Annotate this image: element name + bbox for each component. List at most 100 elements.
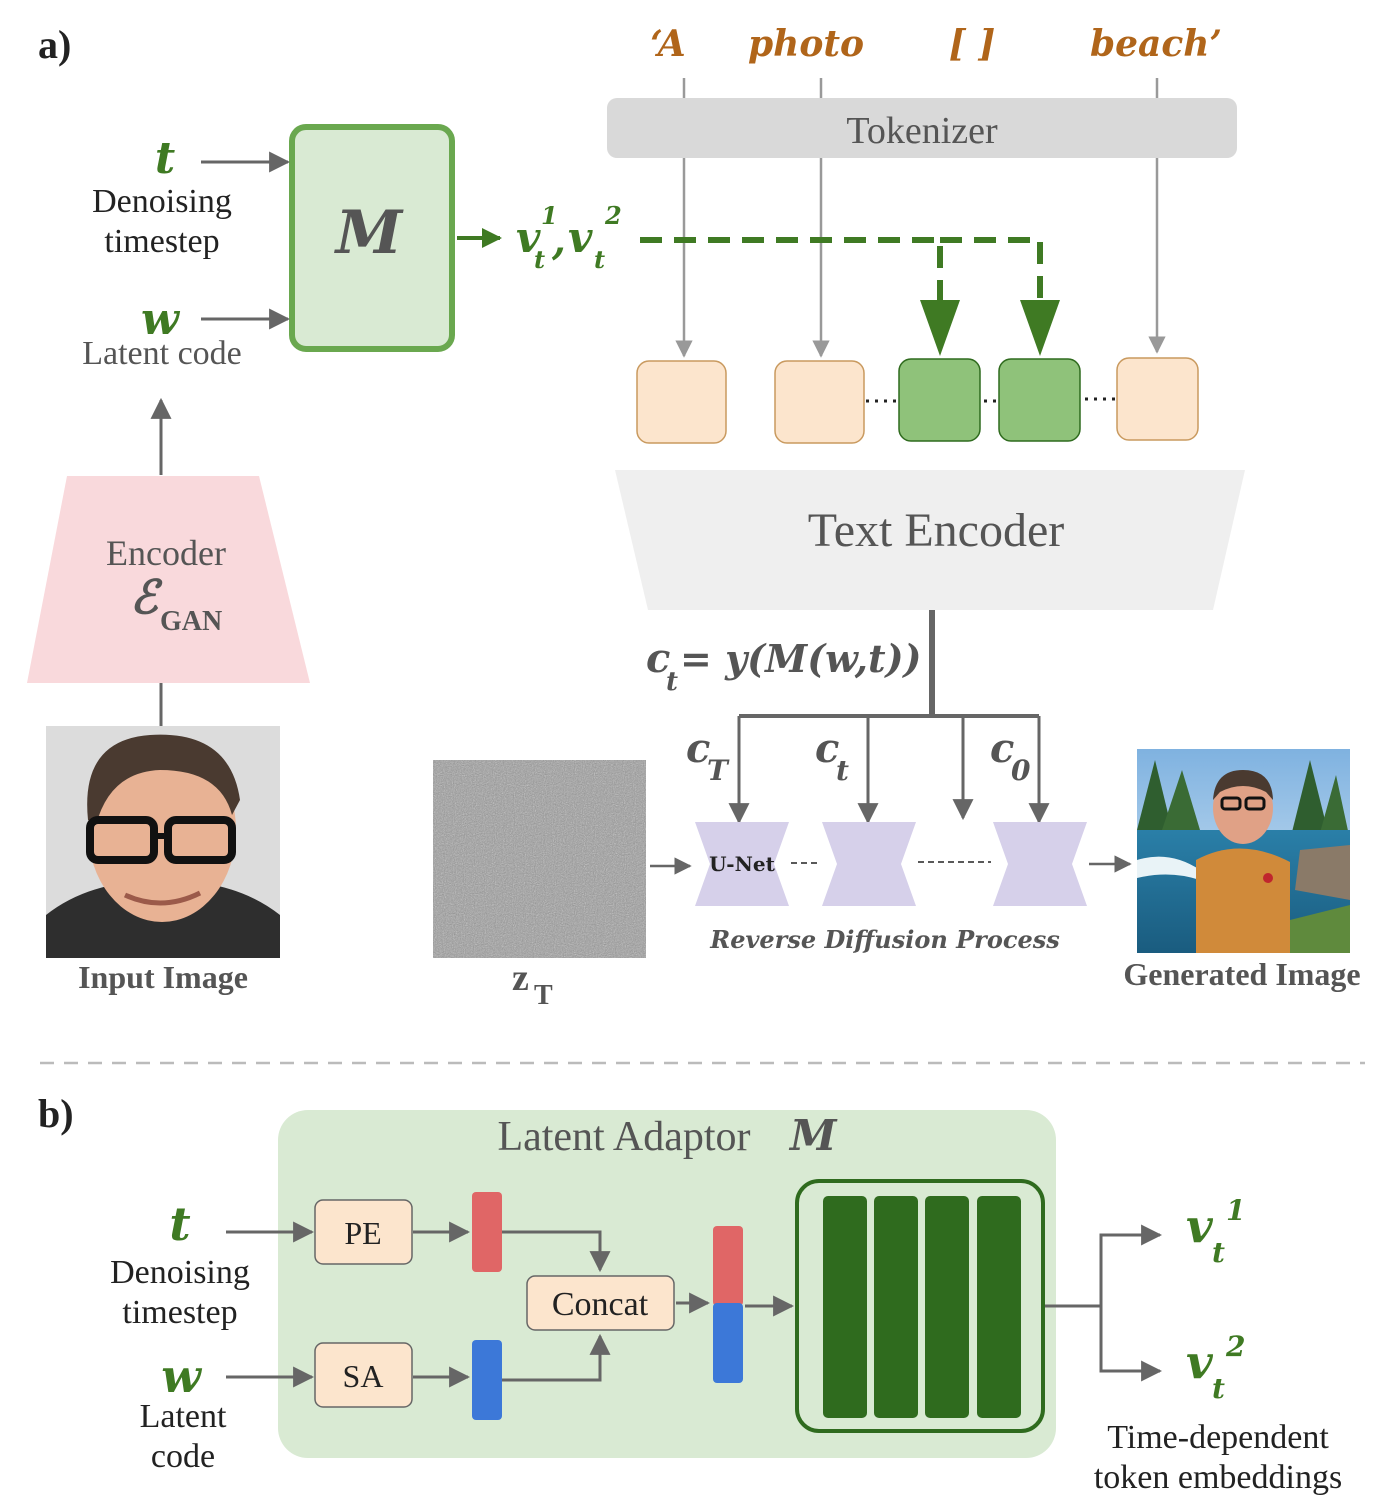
pe-label: PE — [344, 1215, 381, 1251]
condition-label-0: c 0 — [990, 725, 1031, 787]
text-encoder-label: Text Encoder — [808, 504, 1065, 557]
svg-text:2: 2 — [1225, 1330, 1245, 1363]
pe-to-concat-arrow — [502, 1230, 611, 1273]
v2-arrowhead — [1020, 300, 1060, 356]
adaptor-box — [289, 124, 455, 352]
input-image-label: Input Image — [78, 959, 248, 995]
token-embedding-v2 — [998, 358, 1081, 442]
mlp-layer-3 — [925, 1196, 969, 1418]
generated-image-label: Generated Image — [1123, 956, 1360, 992]
svg-text:1: 1 — [541, 201, 558, 230]
text-encoder-shape — [615, 470, 1245, 610]
encoder-symbol: ℰ — [130, 570, 163, 624]
svg-text:t: t — [666, 667, 678, 697]
prompt-token-3: beach’ — [1090, 23, 1222, 65]
svg-text:,: , — [551, 217, 566, 264]
condition-label-t: c t — [815, 725, 849, 787]
mlp-layer-2 — [874, 1196, 918, 1418]
svg-text:t: t — [534, 245, 545, 274]
mlp-layer-4 — [977, 1196, 1021, 1418]
svg-text:0: 0 — [1011, 754, 1031, 787]
prompt-token-1: photo — [748, 23, 864, 65]
concat-bar-bottom — [713, 1303, 743, 1383]
token-embedding-0 — [636, 360, 727, 444]
pe-box — [314, 1199, 413, 1265]
part-a-label: a) — [38, 22, 71, 67]
input-image — [46, 726, 280, 958]
w-caption: Latent code — [82, 335, 242, 372]
mlp-block — [795, 1179, 1045, 1433]
token-embedding-v1 — [898, 358, 981, 442]
t-symbol: t — [155, 133, 175, 184]
svg-text:v: v — [516, 213, 541, 262]
output-caption-2: token embeddings — [1094, 1459, 1342, 1496]
sa-label: SA — [343, 1358, 384, 1394]
encoder-subscript: GAN — [160, 606, 222, 637]
sa-box — [314, 1342, 413, 1408]
concat-label: Concat — [552, 1286, 649, 1323]
encoder-shape — [27, 476, 310, 683]
unet-2 — [822, 822, 916, 906]
svg-text:z: z — [512, 957, 529, 999]
svg-text:c: c — [815, 725, 839, 772]
unet-label: U-Net — [709, 852, 775, 876]
latent-adaptor-title: Latent Adaptor M — [497, 1111, 838, 1160]
v-output: v t 1 , v t 2 — [516, 201, 622, 274]
b-t-symbol: t — [169, 1197, 190, 1251]
condition-equation: c t = y(M(w,t)) — [646, 635, 922, 697]
token-embedding-1 — [774, 360, 865, 444]
w-symbol: w — [141, 294, 181, 345]
mlp-layer-1 — [823, 1196, 867, 1418]
svg-text:t: t — [1212, 1372, 1225, 1405]
encoder-title: Encoder — [106, 533, 226, 573]
b-w-caption-2: code — [151, 1438, 215, 1475]
output-v2: v t 2 — [1186, 1330, 1245, 1405]
output-arrow-2 — [1099, 1306, 1163, 1382]
v1-arrowhead — [920, 300, 960, 356]
output-v1: v t 1 — [1186, 1194, 1245, 1269]
b-t-caption-1: Denoising — [110, 1254, 250, 1291]
concat-bar-top — [713, 1226, 743, 1306]
svg-text:v: v — [1186, 1199, 1214, 1253]
t-caption-1: Denoising — [92, 183, 232, 220]
svg-text:t: t — [594, 245, 605, 274]
svg-text:1: 1 — [1226, 1194, 1245, 1227]
svg-text:T: T — [534, 980, 553, 1011]
svg-text:2: 2 — [604, 201, 622, 230]
tokenizer-label: Tokenizer — [846, 110, 998, 152]
svg-text:c: c — [990, 725, 1014, 772]
concat-box — [526, 1275, 675, 1331]
t-caption-2: timestep — [104, 223, 219, 260]
svg-text:t: t — [1212, 1236, 1225, 1269]
svg-text:v: v — [1186, 1335, 1214, 1389]
pe-feature-bar — [472, 1192, 502, 1272]
svg-text:t: t — [836, 754, 849, 787]
noise-image — [433, 760, 646, 958]
tokenizer-box — [607, 98, 1237, 158]
part-b-label: b) — [38, 1091, 74, 1136]
b-w-caption-1: Latent — [140, 1398, 227, 1435]
svg-text:c: c — [686, 725, 710, 772]
adaptor-symbol: M — [334, 198, 404, 268]
svg-text:c: c — [646, 635, 670, 682]
svg-text:M: M — [788, 1111, 838, 1160]
svg-text:= y(M(w,t)): = y(M(w,t)) — [680, 636, 922, 681]
output-arrow-1 — [1099, 1224, 1163, 1306]
sa-feature-bar — [472, 1340, 502, 1420]
svg-text:T: T — [707, 754, 730, 787]
generated-image — [1137, 749, 1350, 953]
reverse-process-label: Reverse Diffusion Process — [709, 925, 1060, 954]
b-w-symbol: w — [161, 1349, 202, 1403]
zt-label: z T — [512, 957, 553, 1011]
prompt-token-2: [ ] — [949, 23, 996, 65]
sa-to-concat-arrow — [502, 1333, 611, 1382]
prompt-token-0: ‘A — [650, 23, 686, 65]
b-t-caption-2: timestep — [122, 1294, 237, 1331]
svg-text:Latent Adaptor: Latent Adaptor — [497, 1114, 750, 1160]
condition-label-T: c T — [686, 725, 730, 787]
token-embedding-3 — [1116, 357, 1199, 441]
v2-dashed-route — [940, 237, 1043, 340]
svg-text:v: v — [568, 213, 593, 262]
unet-3 — [993, 822, 1087, 906]
